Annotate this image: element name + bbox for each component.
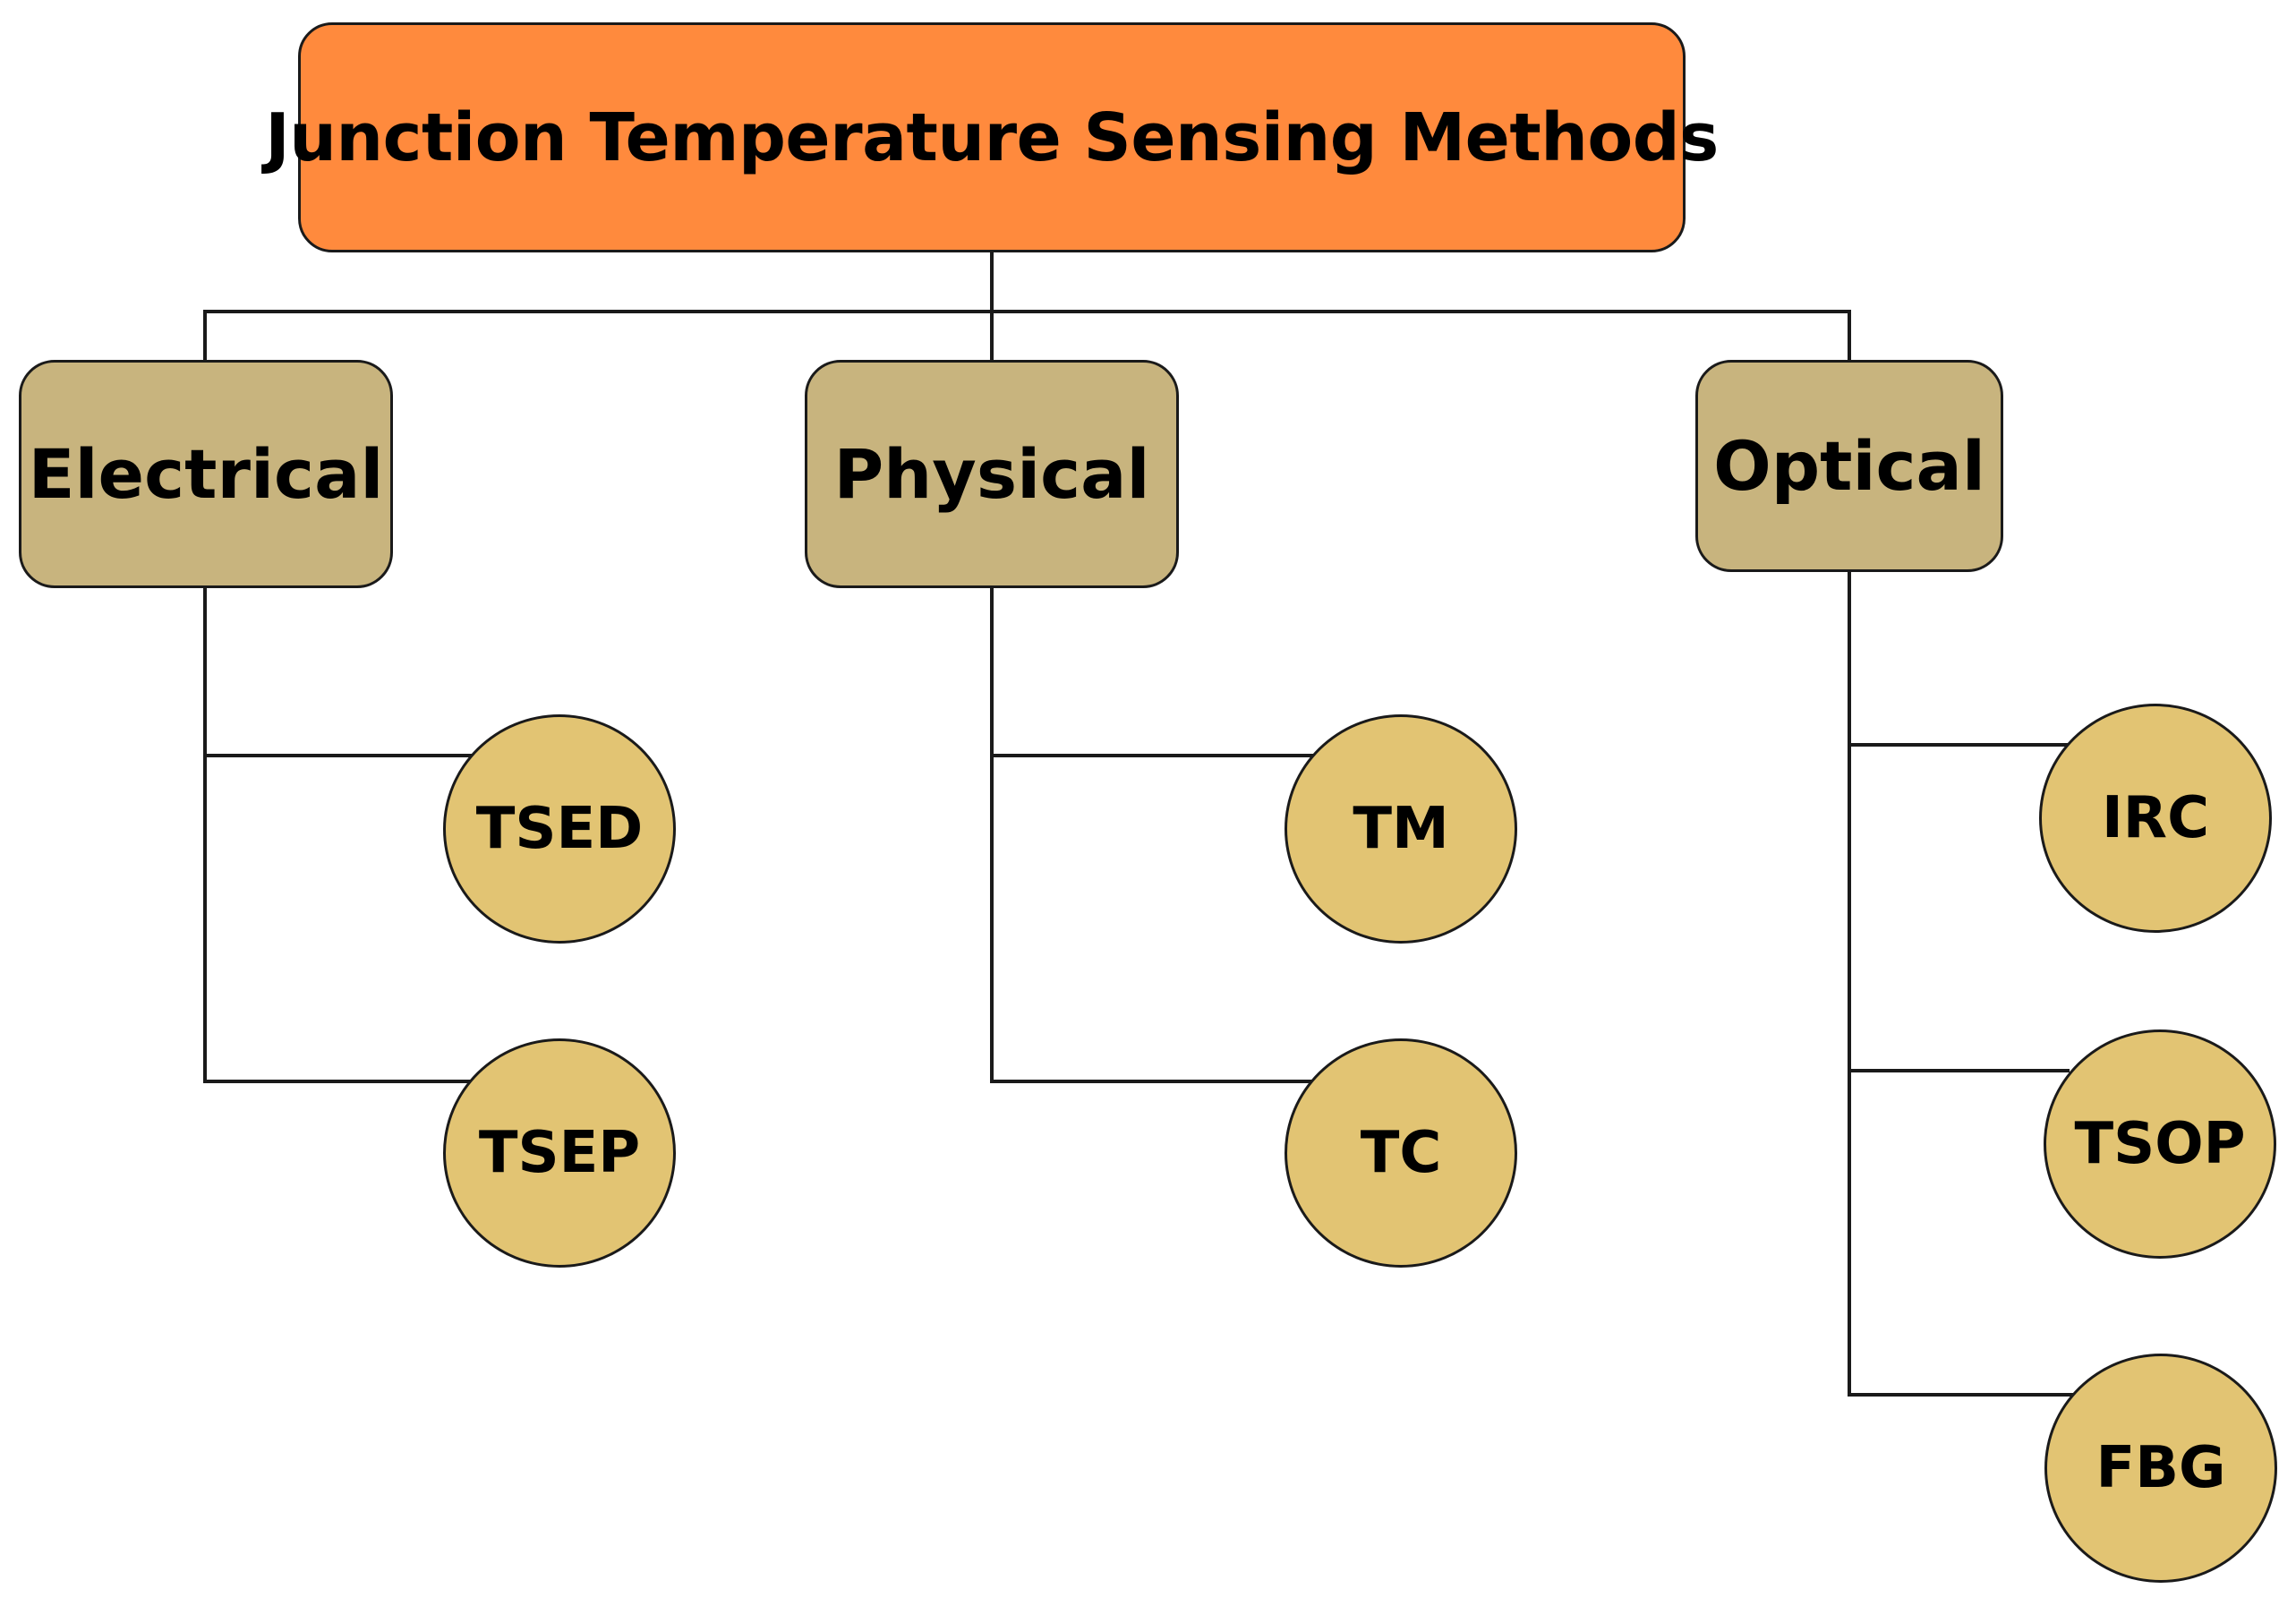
method-label-tsed: TSED <box>475 796 644 862</box>
method-label-tsep: TSEP <box>478 1120 641 1186</box>
method-node-irc: IRC <box>2039 704 2272 933</box>
method-node-fbg: FBG <box>2044 1354 2277 1583</box>
method-label-tsop: TSOP <box>2074 1111 2246 1177</box>
category-label-electrical: Electrical <box>28 434 384 514</box>
method-label-tm: TM <box>1353 796 1449 862</box>
method-label-irc: IRC <box>2101 785 2210 851</box>
method-node-tsed: TSED <box>443 714 676 944</box>
method-node-tm: TM <box>1285 714 1517 944</box>
category-label-physical: Physical <box>833 434 1150 514</box>
method-node-tsop: TSOP <box>2044 1029 2276 1259</box>
method-label-fbg: FBG <box>2095 1435 2226 1501</box>
method-node-tsep: TSEP <box>443 1038 676 1268</box>
category-node-physical: Physical <box>805 360 1179 588</box>
root-label: Junction Temperature Sensing Methods <box>265 98 1719 176</box>
method-node-tc: TC <box>1285 1038 1517 1268</box>
method-label-tc: TC <box>1360 1120 1442 1186</box>
category-node-electrical: Electrical <box>19 360 393 588</box>
category-label-optical: Optical <box>1713 426 1985 506</box>
category-node-optical: Optical <box>1695 360 2003 572</box>
root-node-junction-temperature-sensing-methods: Junction Temperature Sensing Methods <box>265 22 1719 252</box>
